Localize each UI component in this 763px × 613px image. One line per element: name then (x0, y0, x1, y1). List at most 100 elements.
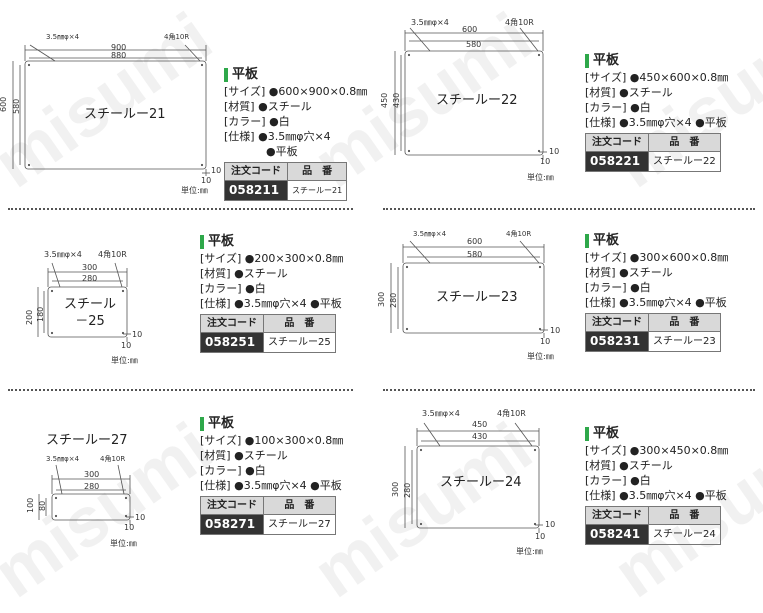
outer-height: 300 (391, 481, 400, 497)
order-code: 058251 (200, 332, 264, 353)
inner-width: 430 (472, 432, 488, 441)
spec-title: 平板 (208, 416, 235, 431)
plate-drawing (390, 240, 548, 338)
material-value: スチール (243, 449, 288, 462)
size-value: 200×300×0.8㎜ (254, 252, 344, 265)
outer-width: 300 (82, 263, 98, 272)
code-header: 注文コード (585, 133, 649, 152)
code-header: 注文コード (585, 506, 649, 525)
edge-right: 10 (211, 166, 222, 175)
part-number: スチールー22 (648, 151, 721, 172)
size-value: 100×300×0.8㎜ (254, 434, 344, 447)
bullet-icon: ● (629, 71, 640, 84)
bullet-icon: ● (245, 464, 255, 477)
spec-flat: 平板 (319, 297, 342, 310)
outer-width: 900 (111, 43, 127, 52)
spec-holes: 3.5㎜φ穴×4 (628, 296, 692, 309)
corner-note: 4角10R (505, 18, 534, 27)
material-key: [材質] (585, 266, 616, 279)
part-header: 品 番 (648, 133, 721, 152)
order-code: 058271 (200, 514, 264, 535)
color-value: 白 (639, 281, 651, 294)
size-key: [サイズ] (585, 444, 627, 457)
green-bar-icon (585, 426, 589, 441)
edge-right: 10 (132, 330, 143, 339)
edge-right: 10 (545, 520, 556, 529)
material-key: [材質] (200, 267, 231, 280)
edge-right: 10 (550, 326, 561, 335)
outer-width: 600 (462, 25, 478, 34)
bullet-icon: ● (619, 266, 629, 279)
unit-label: 単位:㎜ (516, 547, 543, 556)
part-number: スチールー27 (263, 514, 336, 535)
corner-note: 4角10R (497, 409, 526, 418)
edge-bottom: 10 (540, 337, 551, 346)
material-value: スチール (628, 459, 673, 472)
bullet-icon: ● (234, 449, 244, 462)
part-header: 品 番 (263, 496, 336, 515)
hole-note: 3.5㎜φ×4 (413, 230, 447, 238)
plate-name: スチール －25 (64, 297, 117, 329)
material-key: [材質] (585, 459, 616, 472)
hole-note: 3.5㎜φ×4 (411, 18, 449, 27)
size-value: 600×900×0.8㎜ (278, 85, 368, 98)
unit-label: 単位:㎜ (527, 173, 554, 182)
plate-drawing (37, 262, 131, 342)
spec-holes: 3.5㎜φ穴×4 (243, 479, 307, 492)
material-value: スチール (243, 267, 288, 280)
edge-bottom: 10 (124, 523, 135, 532)
spec-22: 平板 [サイズ] ●450×600×0.8㎜ [材質] ●スチール [カラー] … (585, 52, 728, 172)
order-code: 058221 (585, 151, 649, 172)
color-key: [カラー] (200, 464, 242, 477)
color-key: [カラー] (585, 101, 627, 114)
spec-holes: 3.5㎜φ穴×4 (628, 116, 692, 129)
corner-note: 4角10R (100, 455, 126, 463)
bullet-icon: ● (266, 145, 276, 158)
spec-title: 平板 (208, 234, 235, 249)
outer-width: 600 (467, 237, 483, 246)
color-key: [カラー] (224, 115, 266, 128)
bullet-icon: ● (630, 474, 640, 487)
unit-label: 単位:㎜ (527, 352, 554, 361)
bullet-icon: ● (310, 297, 320, 310)
part-header: 品 番 (286, 162, 348, 181)
unit-label: 単位:㎜ (110, 539, 137, 548)
spec-flat: 平板 (704, 116, 727, 129)
bullet-icon: ● (245, 282, 255, 295)
size-key: [サイズ] (200, 434, 242, 447)
color-value: 白 (278, 115, 290, 128)
bullet-icon: ● (630, 101, 640, 114)
bullet-icon: ● (234, 297, 244, 310)
edge-bottom: 10 (201, 176, 212, 185)
unit-label: 単位:㎜ (181, 186, 208, 195)
part-header: 品 番 (263, 314, 336, 333)
bullet-icon: ● (695, 116, 705, 129)
material-key: [材質] (200, 449, 231, 462)
size-key: [サイズ] (224, 85, 266, 98)
bullet-icon: ● (310, 479, 320, 492)
size-value: 300×600×0.8㎜ (639, 251, 729, 264)
green-bar-icon (224, 67, 228, 82)
plate-name: スチールー22 (436, 93, 518, 108)
part-number: スチールー25 (263, 332, 336, 353)
bullet-icon: ● (244, 434, 255, 447)
bullet-icon: ● (269, 115, 279, 128)
plate-drawing (12, 44, 210, 176)
spec-holes: 3.5㎜φ穴×4 (267, 130, 331, 143)
separator (8, 208, 353, 210)
bullet-icon: ● (268, 85, 279, 98)
part-number: スチールー21 (286, 180, 348, 201)
color-key: [カラー] (585, 281, 627, 294)
color-value: 白 (254, 282, 266, 295)
bullet-icon: ● (244, 252, 255, 265)
bullet-icon: ● (619, 116, 629, 129)
material-value: スチール (628, 266, 673, 279)
plate-drawing (394, 27, 547, 160)
edge-bottom: 10 (535, 532, 546, 541)
size-value: 450×600×0.8㎜ (639, 71, 729, 84)
edge-right: 10 (135, 513, 146, 522)
